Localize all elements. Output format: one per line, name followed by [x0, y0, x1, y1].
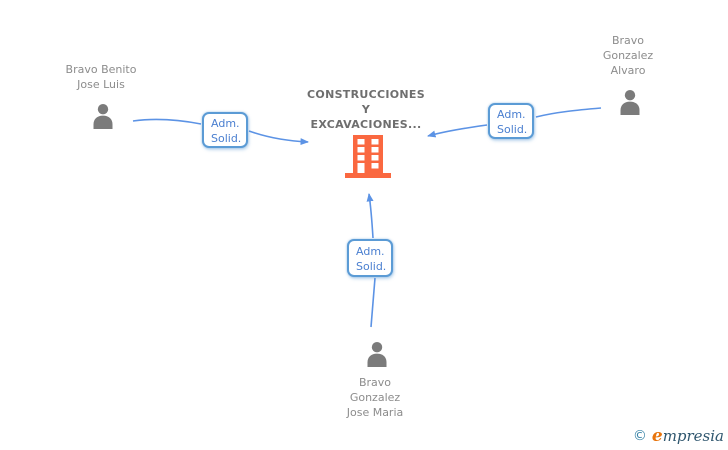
person-icon-right[interactable]	[616, 88, 644, 116]
edge-left-person-to-left-label	[132, 118, 202, 125]
logo-first-letter: e	[651, 426, 663, 446]
person-icon-bottom[interactable]	[363, 340, 391, 368]
logo-text: mpresia	[662, 427, 724, 445]
edge-bottom-person-to-bottom-label	[370, 277, 376, 328]
relationship-label-right-line2: Solid.	[497, 123, 528, 136]
building-icon[interactable]	[345, 135, 391, 178]
relationship-label-bottom: Adm. Solid.	[347, 239, 393, 277]
edge-right-label-to-company	[427, 124, 488, 138]
relationship-label-bottom-line2: Solid.	[356, 260, 387, 273]
company-name: CONSTRUCCIONES Y EXCAVACIONES...	[307, 87, 425, 132]
person-left-name-line2: Jose Luis	[77, 78, 125, 91]
person-right-name-line3: Alvaro	[610, 64, 646, 77]
person-bottom-name-line3: Jose Maria	[346, 406, 404, 419]
edge-right-person-to-right-label	[535, 107, 602, 118]
relationship-label-left-line2: Solid.	[211, 132, 242, 145]
company-name-line1: CONSTRUCCIONES	[307, 88, 425, 101]
person-icon-left[interactable]	[89, 102, 117, 130]
copyright-icon: ©	[632, 428, 647, 444]
person-bottom-name: Bravo Gonzalez Jose Maria	[347, 375, 404, 420]
relationship-label-right: Adm. Solid.	[488, 103, 534, 139]
person-left-name: Bravo Benito Jose Luis	[66, 62, 137, 92]
company-name-line3: EXCAVACIONES...	[310, 118, 422, 131]
relationship-label-left: Adm. Solid.	[202, 112, 248, 148]
edge-left-label-to-company	[248, 130, 309, 146]
person-bottom-name-line2: Gonzalez	[349, 391, 401, 404]
person-left-name-line1: Bravo Benito	[65, 63, 137, 76]
relationship-label-right-line1: Adm.	[497, 108, 526, 121]
edge-bottom-label-to-company	[366, 193, 374, 239]
person-right-name-line1: Bravo	[611, 34, 645, 47]
person-right-name: Bravo Gonzalez Alvaro	[603, 33, 653, 78]
empresia-logo[interactable]: ©empresia	[633, 426, 724, 446]
person-bottom-name-line1: Bravo	[358, 376, 392, 389]
person-right-name-line2: Gonzalez	[602, 49, 654, 62]
relationship-label-bottom-line1: Adm.	[356, 245, 385, 258]
company-name-line2: Y	[361, 103, 371, 116]
relationship-label-left-line1: Adm.	[211, 117, 240, 130]
